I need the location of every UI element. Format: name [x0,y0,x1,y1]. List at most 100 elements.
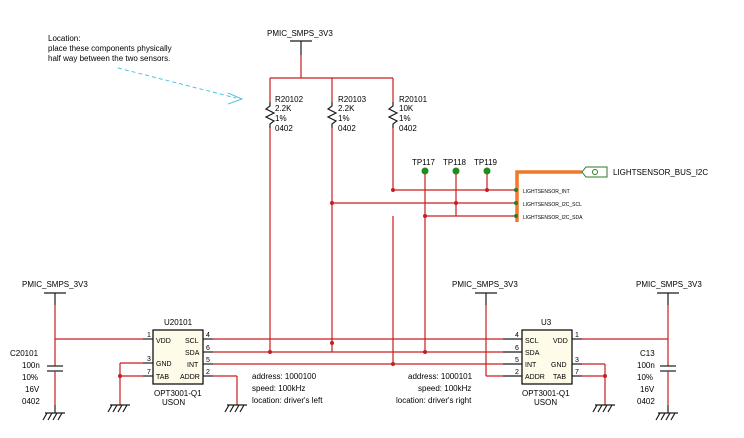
u3-address: address: 1000101 [408,372,473,381]
u20101-pkg: USON [162,398,185,407]
svg-text:4: 4 [515,332,519,339]
r20102-ref: R20102 [275,95,304,104]
u3-body [521,329,573,385]
svg-text:1: 1 [575,332,579,339]
bus-port-flag[interactable] [581,166,608,178]
r20102-value: 2.2K [275,104,292,113]
ic-u20101[interactable]: U20101 1 VDD 3 GND 7 TAB 4 SCL 6 SDA 5 I… [143,318,213,407]
right-power-label: PMIC_SMPS_3V3 [636,280,702,289]
u20101-part: OPT3001-Q1 [154,389,202,398]
r20101-value: 10K [399,104,414,113]
right-power-symbol: PMIC_SMPS_3V3 [582,280,702,340]
tp118-label: TP118 [443,158,467,167]
ic-u3[interactable]: U3 4 SCL 6 SDA 5 INT 2 ADDR 1 VDD 3 GND … [503,318,582,407]
u3-pin-addr: ADDR [525,374,545,381]
note-line-1: Location: [48,34,80,43]
svg-text:7: 7 [575,369,579,376]
r20103-value: 2.2K [338,104,355,113]
svg-text:4: 4 [206,332,210,339]
ground-icon [592,404,615,413]
top-power-symbol: PMIC_SMPS_3V3 [267,29,393,79]
u3-location: location: driver's right [396,396,472,405]
r20102-tol: 1% [275,114,287,123]
svg-text:6: 6 [206,345,210,352]
r20101-tol: 1% [399,114,411,123]
svg-text:5: 5 [206,357,210,364]
svg-text:2: 2 [515,369,519,376]
r20102-pkg: 0402 [275,124,293,133]
note-arrow-head [227,92,244,105]
c20101-volt: 16V [25,385,40,394]
u20101-ref: U20101 [164,318,193,327]
u20101-pin-scl: SCL [185,338,199,345]
u3-pin-tab: TAB [553,374,566,381]
tp117-dot[interactable] [421,167,429,175]
u20101-pin-vdd: VDD [156,338,171,345]
ground-icon [42,405,65,421]
mid-power-label: PMIC_SMPS_3V3 [452,280,518,289]
c20101-pkg: 0402 [22,397,40,406]
u3-pin-sda: SDA [525,350,540,357]
tp118-dot[interactable] [452,167,460,175]
bus-port-icon [592,169,598,175]
resistor-r20102[interactable]: R20102 2.2K 1% 0402 [264,78,304,133]
svg-text:3: 3 [575,357,579,364]
u20101-pin-tab: TAB [156,374,169,381]
tp119-dot[interactable] [483,167,491,175]
u3-pin-gnd: GND [551,362,567,369]
location-note: Location: place these components physica… [48,34,244,105]
tp117-label: TP117 [412,158,436,167]
resistor-r20103[interactable]: R20103 2.2K 1% 0402 [326,78,367,133]
r20103-tol: 1% [338,114,350,123]
u3-pin-scl: SCL [525,338,539,345]
resistor-r20101[interactable]: R20101 10K 1% 0402 [387,78,428,133]
r20101-ref: R20101 [399,95,428,104]
c13-value: 100n [637,361,655,370]
c13-tol: 10% [637,373,653,382]
capacitor-c20101[interactable]: C20101 100n 10% 16V 0402 [10,339,63,406]
u20101-pin-sda: SDA [185,350,200,357]
top-power-label: PMIC_SMPS_3V3 [267,29,333,38]
u3-pin-vdd: VDD [553,338,568,345]
u3-pin-int: INT [525,362,537,369]
c13-pkg: 0402 [637,397,655,406]
c20101-value: 100n [22,361,40,370]
u3-pkg: USON [534,398,557,407]
ground-icon [224,404,247,413]
net-sda-label: LIGHTSENSOR_I2C_SDA [523,215,583,221]
note-line-3: half way between the two sensors. [48,54,170,63]
u20101-location: location: driver's left [252,396,323,405]
net-int-label: LIGHTSENSOR_INT [523,189,570,195]
svg-text:2: 2 [206,369,210,376]
bus-line [515,170,582,222]
u20101-address: address: 1000100 [252,372,317,381]
c13-ref: C13 [640,349,655,358]
svg-text:5: 5 [515,357,519,364]
u20101-body [152,329,204,385]
tp119-label: TP119 [474,158,498,167]
svg-text:7: 7 [147,369,151,376]
i2c-bus: LIGHTSENSOR_INT LIGHTSENSOR_I2C_SCL LIGH… [332,166,708,222]
u20101-pin-gnd: GND [156,361,172,368]
svg-text:6: 6 [515,345,519,352]
r20103-pkg: 0402 [338,124,356,133]
u3-part: OPT3001-Q1 [522,389,570,398]
ground-icon [655,405,678,421]
note-arrow [117,67,237,99]
u20101-speed: speed: 100kHz [252,384,305,393]
r20103-ref: R20103 [338,95,367,104]
capacitor-c13[interactable]: C13 100n 10% 16V 0402 [637,339,676,406]
bus-name-label: LIGHTSENSOR_BUS_I2C [613,168,708,177]
testpoints: TP117 TP118 TP119 [412,158,498,352]
u20101-pin-int: INT [187,362,199,369]
svg-text:3: 3 [147,356,151,363]
c13-volt: 16V [640,385,655,394]
u20101-pin-addr: ADDR [180,374,200,381]
net-scl-label: LIGHTSENSOR_I2C_SCL [523,202,582,208]
note-line-2: place these components physically [48,44,172,53]
u3-speed: speed: 100kHz [418,384,471,393]
left-power-label: PMIC_SMPS_3V3 [22,280,88,289]
svg-text:1: 1 [147,332,151,339]
left-power-symbol: PMIC_SMPS_3V3 [22,280,143,340]
